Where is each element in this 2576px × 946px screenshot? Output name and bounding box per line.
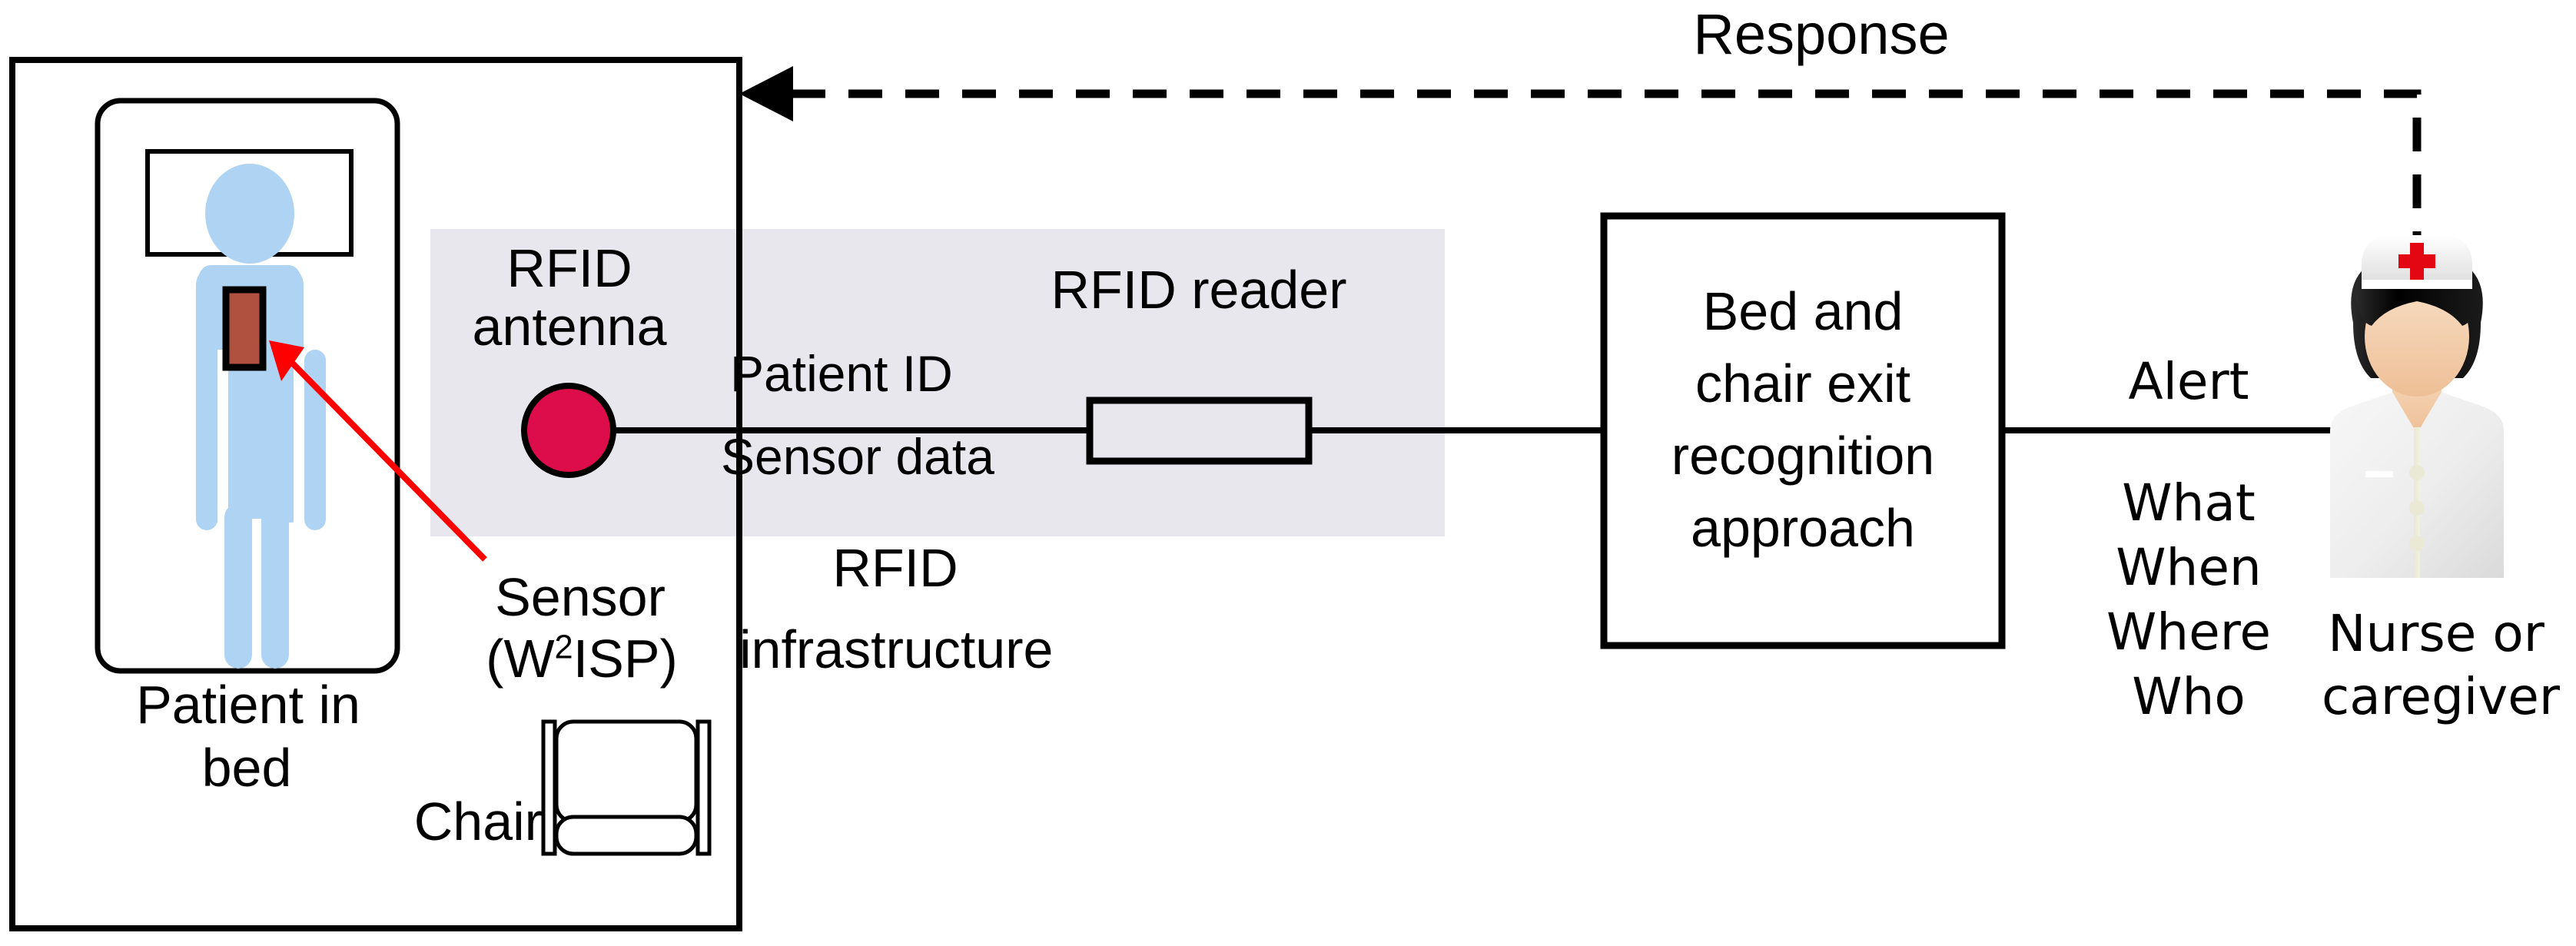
rfid-infrastructure-label-line2: infrastructure bbox=[739, 619, 1054, 679]
sensor-label-line1: Sensor bbox=[495, 567, 666, 627]
nurse-badge bbox=[2365, 471, 2393, 477]
chair-label: Chair bbox=[413, 792, 543, 851]
chair-armrest-left bbox=[541, 719, 557, 856]
sensor-label-superscript: 2 bbox=[554, 629, 573, 666]
patient-room-boundary bbox=[9, 57, 742, 931]
sensor-callout-arrow bbox=[269, 340, 487, 562]
alert-item-what: What bbox=[2122, 473, 2256, 533]
sensor-label-line2: (W2ISP) bbox=[455, 630, 709, 687]
processing-box-label-line3: recognition bbox=[1671, 426, 1935, 486]
nurse-caregiver-label-line2: caregiver bbox=[2321, 667, 2561, 726]
alert-item-when: When bbox=[2116, 538, 2262, 597]
response-label: Response bbox=[1693, 2, 1950, 66]
rfid-antenna-circle bbox=[521, 383, 616, 478]
processing-box-label-line4: approach bbox=[1691, 498, 1915, 558]
nurse-button-2 bbox=[2409, 500, 2425, 516]
sensor-data-label: Sensor data bbox=[721, 428, 994, 485]
rfid-zone-band bbox=[430, 229, 1445, 536]
chair-back bbox=[554, 719, 699, 824]
sensor-label-suffix: ISP) bbox=[573, 629, 678, 689]
rfid-infrastructure-label-line1: RFID bbox=[832, 538, 958, 598]
processing-box-label-line2: chair exit bbox=[1695, 354, 1911, 413]
patient-arm-left bbox=[196, 350, 217, 530]
alert-edge-label: Alert bbox=[2128, 352, 2249, 411]
rfid-reader-label: RFID reader bbox=[1051, 260, 1347, 320]
patient-id-label: Patient ID bbox=[730, 345, 953, 402]
chair-seat bbox=[554, 815, 699, 856]
patient-arm-gap-left bbox=[217, 350, 228, 523]
nurse-caregiver-label-line1: Nurse or bbox=[2328, 604, 2544, 663]
red-cross-icon bbox=[2398, 243, 2435, 280]
rfid-antenna-label-line2: antenna bbox=[472, 297, 667, 357]
patient-head bbox=[205, 164, 294, 264]
processing-box bbox=[1600, 212, 2006, 649]
response-feedback-path bbox=[739, 66, 2422, 265]
sensor-tag bbox=[222, 286, 267, 371]
alert-item-where: Where bbox=[2106, 602, 2271, 662]
processing-box-label-line1: Bed and bbox=[1702, 281, 1904, 341]
patient-in-bed-label-line2: bed bbox=[201, 738, 292, 798]
alert-item-who: Who bbox=[2132, 667, 2246, 726]
rfid-antenna-label-line1: RFID bbox=[506, 238, 632, 298]
patient-leg-left bbox=[224, 503, 252, 669]
nurse-avatar bbox=[2330, 235, 2504, 578]
nurse-button-1 bbox=[2409, 465, 2425, 480]
nurse-button-3 bbox=[2409, 536, 2425, 551]
patient-in-bed-label-line1: Patient in bbox=[136, 675, 360, 735]
sensor-label-prefix: (W bbox=[486, 629, 555, 689]
nurse-cap-band bbox=[2362, 280, 2472, 289]
chair-pictogram bbox=[541, 719, 712, 856]
chair-armrest-right bbox=[695, 719, 712, 856]
patient-arm-gap-right bbox=[294, 350, 304, 523]
patient-leg-right bbox=[261, 503, 289, 669]
